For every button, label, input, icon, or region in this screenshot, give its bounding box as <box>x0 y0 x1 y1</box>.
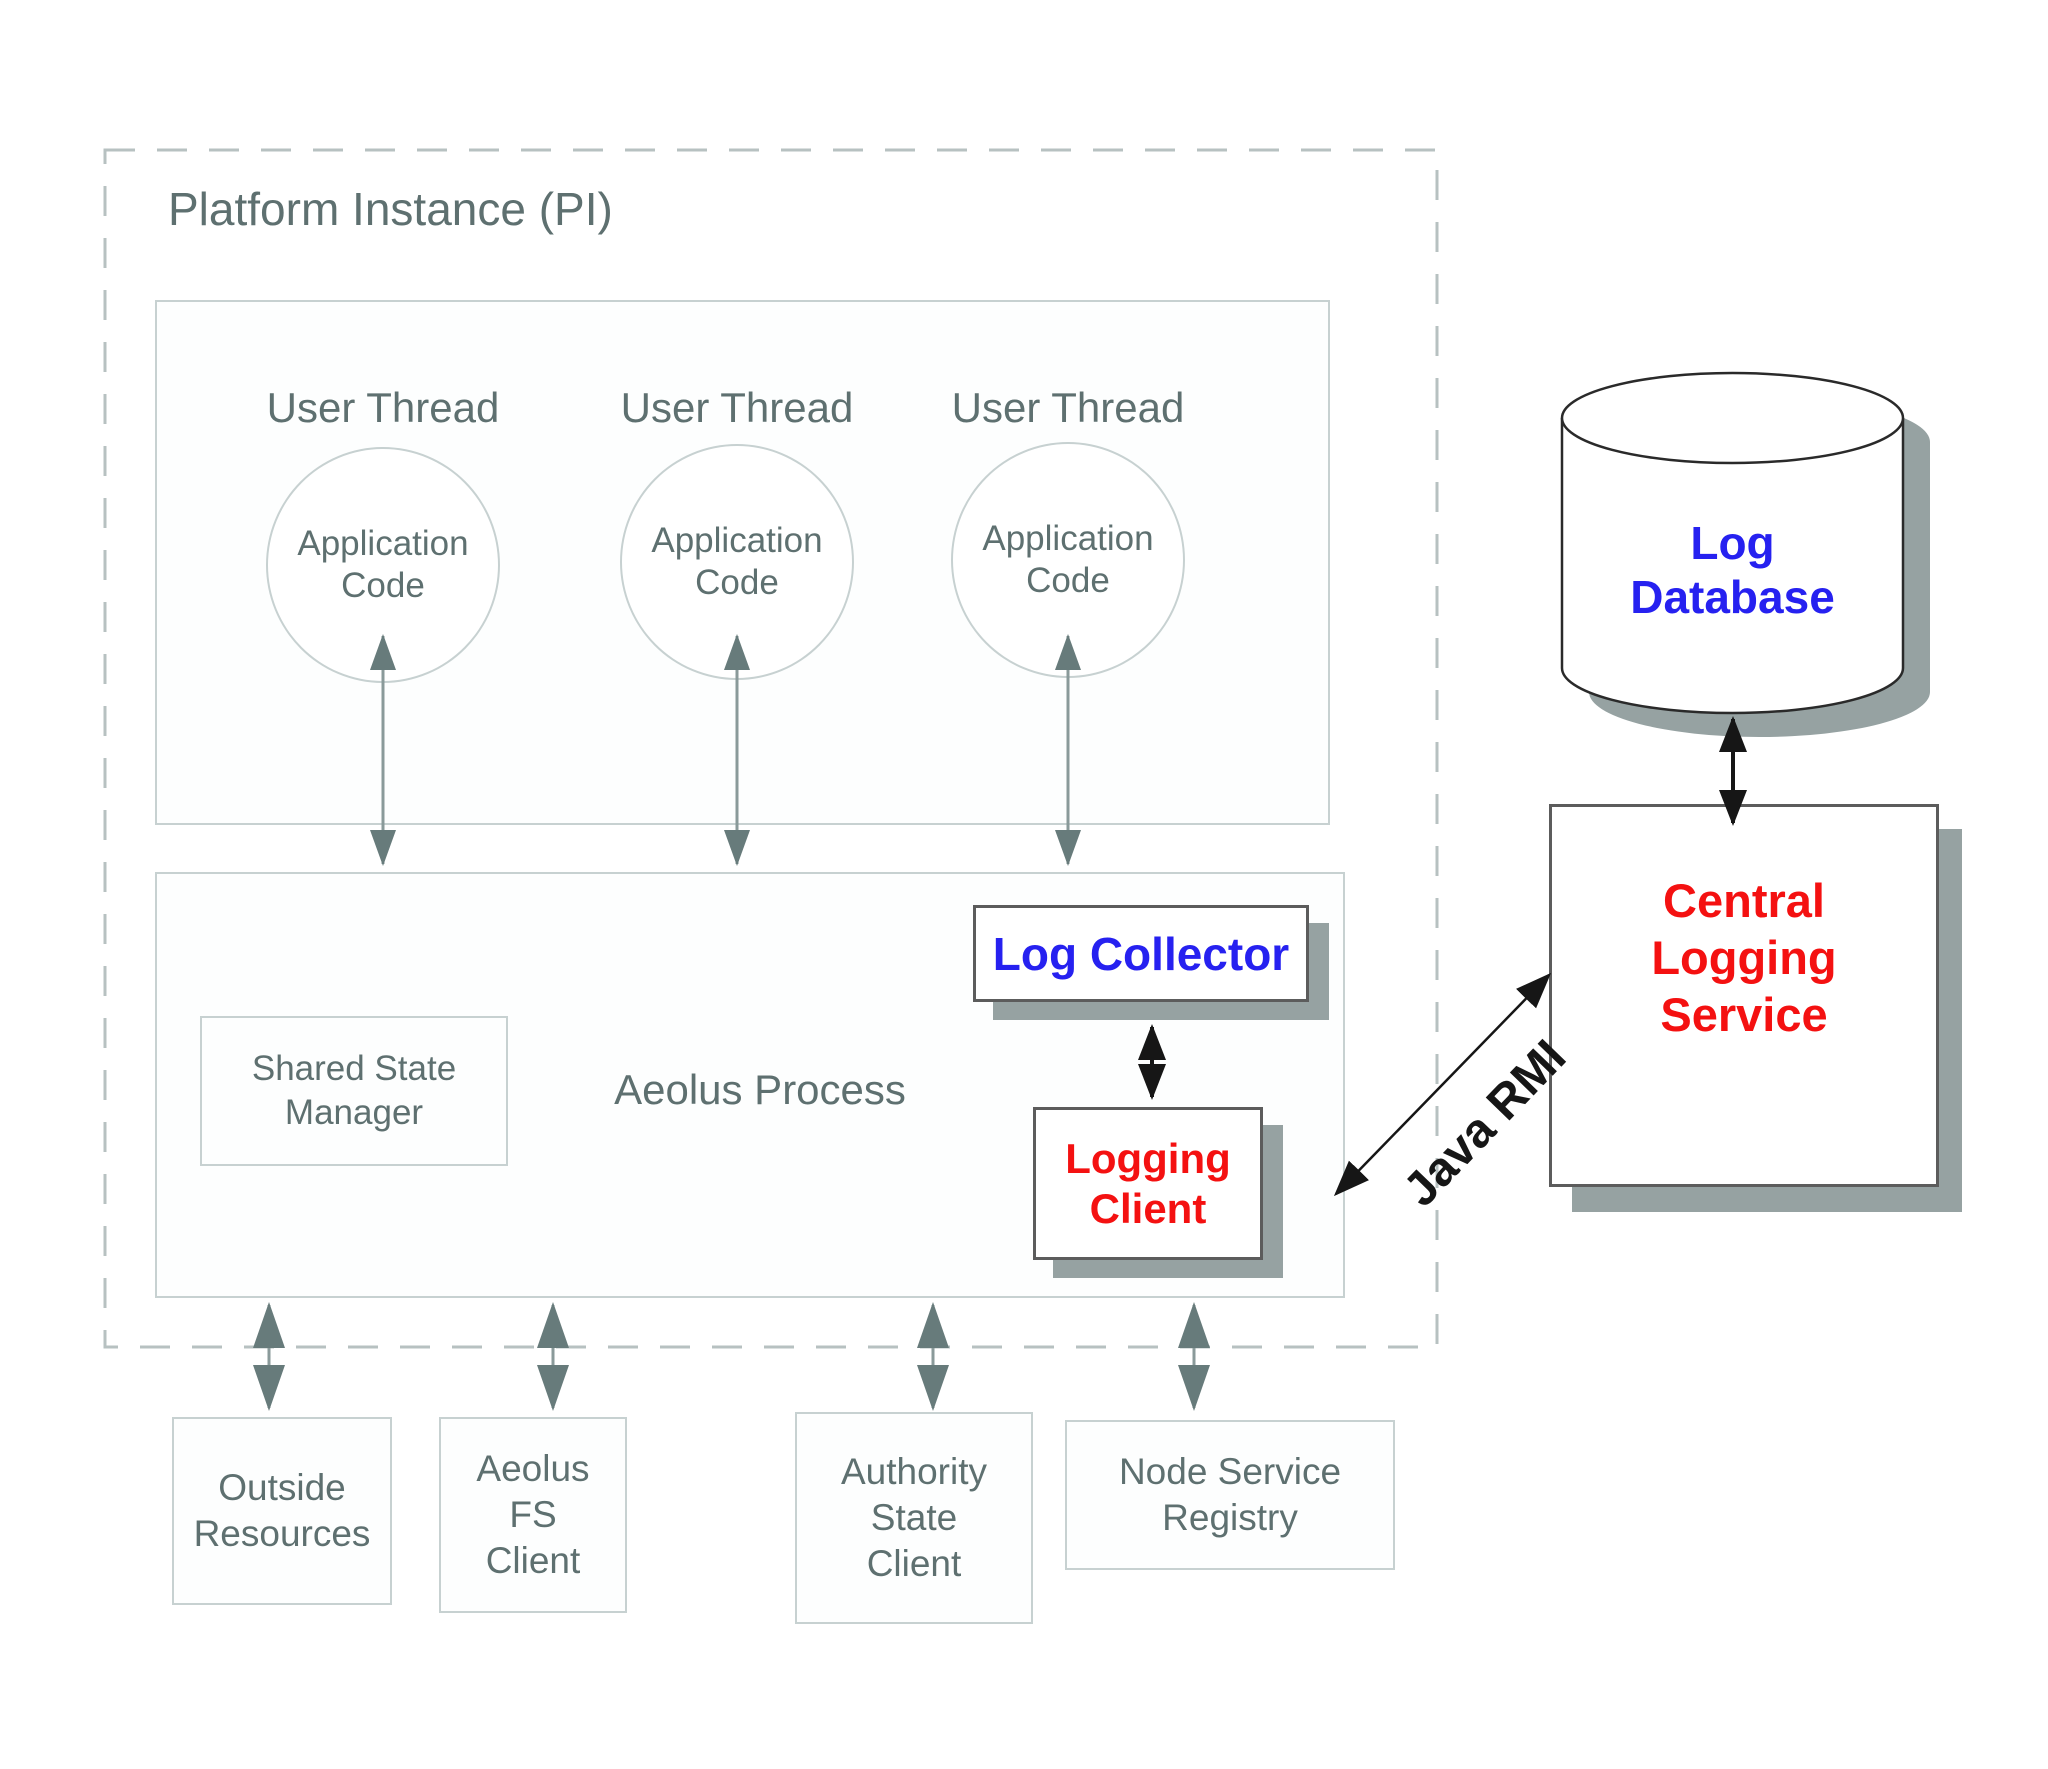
logging-client-box: Logging Client <box>1033 1107 1263 1260</box>
log-collector-box: Log Collector <box>973 905 1309 1002</box>
user-thread-label-2: User Thread <box>620 384 854 431</box>
node-service-registry-box: Node Service Registry <box>1065 1420 1395 1570</box>
shared-state-manager-label: Shared State Manager <box>251 1049 457 1132</box>
outside-resources-box: Outside Resources <box>172 1417 392 1605</box>
aeolus-process-label: Aeolus Process <box>614 1066 906 1113</box>
application-code-label-2: Application Code <box>651 521 823 602</box>
user-thread-label-1: User Thread <box>266 384 500 431</box>
authority-state-client-label: Authority State Client <box>840 1451 987 1584</box>
application-code-label-3: Application Code <box>982 519 1154 600</box>
application-code-circle-1: Application Code <box>266 447 500 683</box>
authority-state-client-box: Authority State Client <box>795 1412 1033 1624</box>
application-code-label-1: Application Code <box>297 524 469 605</box>
shared-state-manager-box: Shared State Manager <box>200 1016 508 1166</box>
outside-resources-label: Outside Resources <box>193 1467 371 1554</box>
logging-client-label: Logging Client <box>1065 1134 1231 1232</box>
log-database-label: Log Database <box>1630 517 1835 623</box>
aeolus-fs-client-label: Aeolus FS Client <box>476 1448 590 1581</box>
user-thread-label-3: User Thread <box>951 384 1185 431</box>
central-logging-service-label: Central Logging Service <box>1651 874 1837 1041</box>
node-service-registry-label: Node Service Registry <box>1118 1451 1342 1538</box>
log-collector-label: Log Collector <box>992 927 1290 980</box>
aeolus-fs-client-box: Aeolus FS Client <box>439 1417 627 1613</box>
application-code-circle-2: Application Code <box>620 444 854 680</box>
application-code-circle-3: Application Code <box>951 442 1185 678</box>
cylinder-top <box>1560 371 1905 465</box>
platform-instance-label: Platform Instance (PI) <box>168 183 613 235</box>
